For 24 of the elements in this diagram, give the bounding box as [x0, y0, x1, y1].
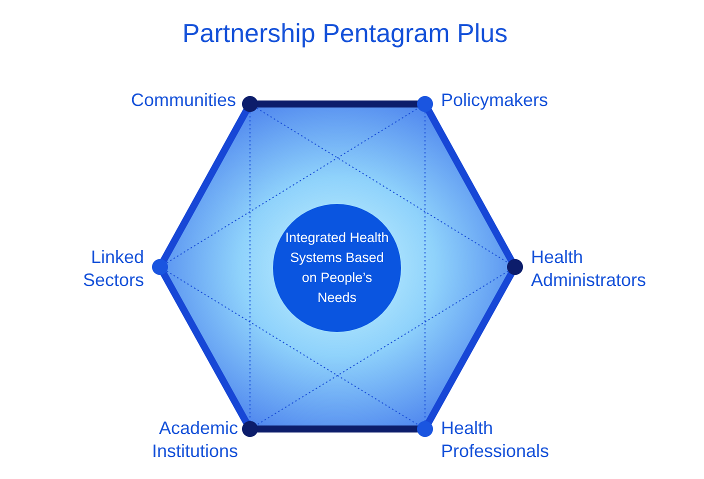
hexagon-side	[425, 108, 515, 264]
vertex-dot	[417, 421, 433, 437]
hexagon-side	[425, 270, 515, 426]
dotted-line	[256, 270, 509, 426]
hexagon-side	[254, 426, 420, 432]
vertex-dot	[417, 96, 433, 112]
hexagon-side	[160, 270, 250, 426]
vertex-label: Academic Institutions	[150, 417, 238, 463]
vertex-dot	[242, 96, 258, 112]
diagram-title: Partnership Pentagram Plus	[181, 18, 509, 49]
vertex-dot	[152, 259, 168, 275]
dotted-line	[166, 108, 419, 264]
dotted-line	[256, 108, 509, 264]
vertex-label: Communities	[130, 89, 236, 112]
vertex-dot	[507, 259, 523, 275]
dotted-line	[166, 270, 419, 426]
vertex-label: Health Professionals	[441, 417, 550, 463]
vertex-dot	[242, 421, 258, 437]
vertex-label: Linked Sectors	[82, 246, 144, 292]
vertex-label: Policymakers	[441, 89, 550, 112]
hexagon-side	[254, 100, 420, 108]
dotted-line	[424, 112, 426, 422]
hexagon-side	[160, 108, 250, 264]
vertex-label: Health Administrators	[531, 246, 648, 292]
